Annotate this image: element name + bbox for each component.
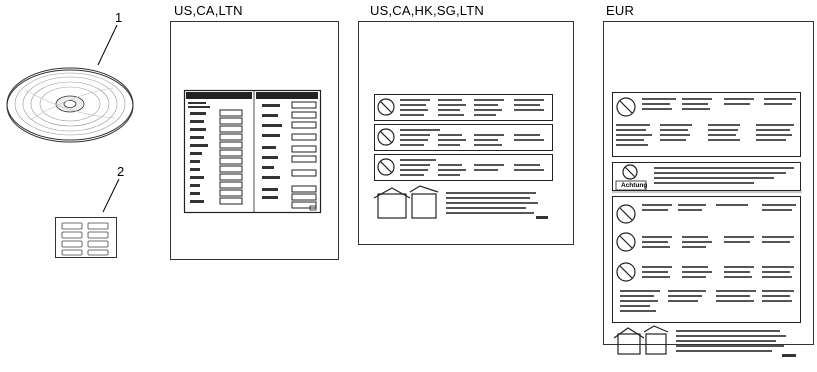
- key-sticker-sheet-icon: [55, 217, 117, 258]
- panel-5-warning-sheet: [612, 92, 802, 357]
- warning-icon-row-1: [377, 98, 395, 116]
- region-label-panel-4: US,CA,HK,SG,LTN: [370, 3, 485, 18]
- callout-1: 1: [115, 10, 123, 25]
- cd-disc-icon: [6, 67, 134, 143]
- panel-3-control-overlay: [183, 89, 322, 214]
- copier-illustration-icon: [373, 185, 439, 219]
- achtung-label: Achtung: [621, 182, 648, 189]
- region-label-panel-3: US,CA,LTN: [174, 3, 243, 18]
- panel-4-warning-sheet: [373, 94, 553, 219]
- callout-2: 2: [117, 164, 125, 179]
- region-label-panel-5: EUR: [606, 3, 635, 18]
